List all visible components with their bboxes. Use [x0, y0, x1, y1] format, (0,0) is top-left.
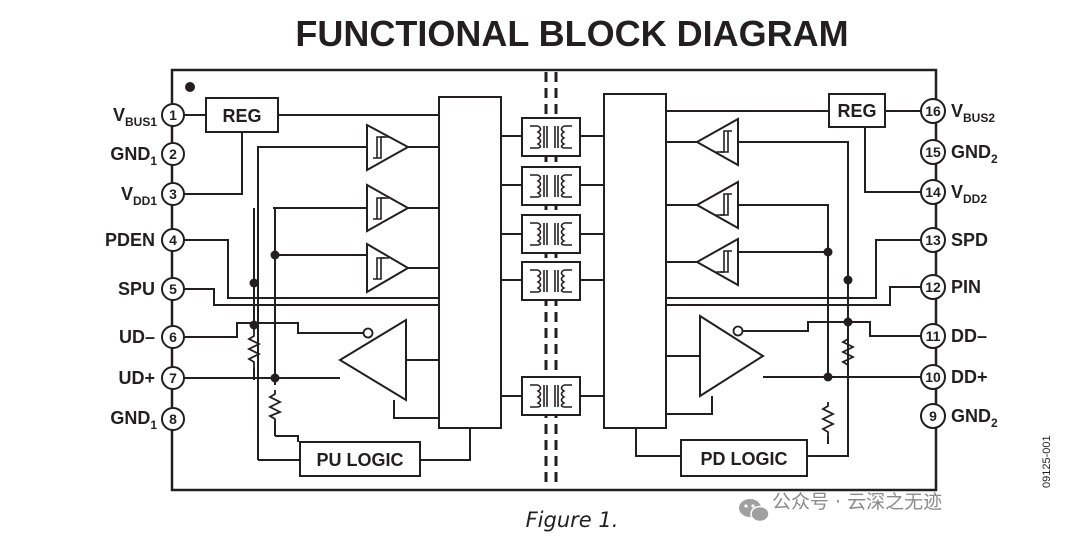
pin-number-1: 1 — [169, 107, 177, 123]
reg-left-label: REG — [222, 106, 261, 126]
diagram-title: FUNCTIONAL BLOCK DIAGRAM — [295, 13, 848, 54]
pin-number-2: 2 — [169, 146, 177, 162]
pin-label-pin: PIN — [951, 277, 981, 297]
pin-label-spd: SPD — [951, 230, 988, 250]
buffer-left-3 — [366, 242, 410, 294]
pin-label-spu: SPU — [118, 279, 155, 299]
pin-number-16: 16 — [925, 103, 941, 119]
pin-label-gnd2-top: GND2 — [951, 142, 998, 166]
transformer-1 — [521, 117, 581, 157]
pin-label-ud-minus: UD– — [119, 327, 155, 347]
isolation-transformers — [521, 117, 581, 416]
pin-circle-15 — [920, 139, 946, 165]
pin-label-gnd1-bottom: GND1 — [110, 408, 157, 432]
pin-label-pden: PDEN — [105, 230, 155, 250]
pin-number-15: 15 — [925, 144, 941, 160]
figure-caption: Figure 1. — [526, 508, 619, 532]
transformer-4 — [521, 261, 581, 301]
pin-label-vbus2: VBUS2 — [951, 101, 995, 125]
pin-number-10: 10 — [925, 369, 941, 385]
right-schmitt-buffers — [694, 117, 739, 287]
pin-label-gnd1-top: GND1 — [110, 144, 157, 168]
pin-number-6: 6 — [169, 329, 177, 345]
pd-logic-block — [680, 439, 808, 477]
pin-number-11: 11 — [926, 328, 941, 344]
buffer-right-2 — [694, 180, 739, 230]
transformer-5 — [521, 376, 581, 416]
pin-number-7: 7 — [169, 370, 177, 386]
buffer-right-3 — [694, 237, 739, 287]
transformer-3 — [521, 214, 581, 254]
pin-number-9: 9 — [929, 408, 937, 424]
pin-number-8: 8 — [169, 411, 177, 427]
buffer-left-1 — [366, 123, 411, 172]
right-driver — [699, 314, 765, 398]
right-decoder-block — [603, 93, 667, 429]
transformer-2 — [521, 166, 581, 206]
pin-label-vbus1: VBUS1 — [113, 105, 157, 129]
pin-circle-9 — [920, 403, 946, 429]
right-wiring — [635, 110, 921, 457]
pin-label-dd-minus: DD– — [951, 326, 987, 346]
pin-label-dd-plus: DD+ — [951, 367, 988, 387]
pin1-marker-dot — [185, 82, 195, 92]
pin-label-gnd2-bottom: GND2 — [951, 406, 998, 430]
pin-number-13: 13 — [925, 232, 941, 248]
reg-left-block — [205, 97, 279, 133]
right-resistors — [820, 335, 856, 436]
buffer-right-1 — [694, 117, 739, 167]
right-pin-circles — [920, 98, 946, 429]
pu-logic-label: PU LOGIC — [316, 450, 403, 470]
reg-right-label: REG — [837, 101, 876, 121]
doc-number: 09125-001 — [1041, 435, 1053, 488]
pu-logic-block — [299, 441, 421, 477]
pin-number-14: 14 — [925, 184, 941, 200]
left-encoder-block — [438, 96, 502, 429]
left-xfmr-wiring — [501, 135, 522, 397]
pin-label-ud-plus: UD+ — [118, 368, 155, 388]
left-schmitt-buffers — [366, 123, 411, 294]
wechat-icon — [739, 499, 770, 523]
pin-number-4: 4 — [169, 232, 177, 248]
left-driver — [338, 318, 407, 402]
pin-label-vdd1: VDD1 — [121, 184, 157, 208]
pin-circle-8 — [161, 407, 185, 431]
buffer-left-2 — [366, 183, 411, 233]
right-junctions — [823, 247, 853, 382]
pin-circle-2 — [161, 142, 185, 166]
left-resistors — [246, 330, 283, 420]
pin-number-12: 12 — [925, 279, 941, 295]
watermark: 公众号 · 云深之无迹 — [739, 491, 942, 523]
pin-number-5: 5 — [169, 281, 177, 297]
right-xfmr-wiring — [580, 135, 604, 397]
left-junctions — [249, 250, 280, 383]
pd-logic-label: PD LOGIC — [700, 449, 787, 469]
pin-label-vdd2: VDD2 — [951, 182, 987, 206]
left-wiring — [184, 114, 471, 461]
reg-right-block — [828, 93, 886, 128]
watermark-text: 公众号 · 云深之无迹 — [772, 491, 942, 513]
pin-number-3: 3 — [169, 186, 177, 202]
